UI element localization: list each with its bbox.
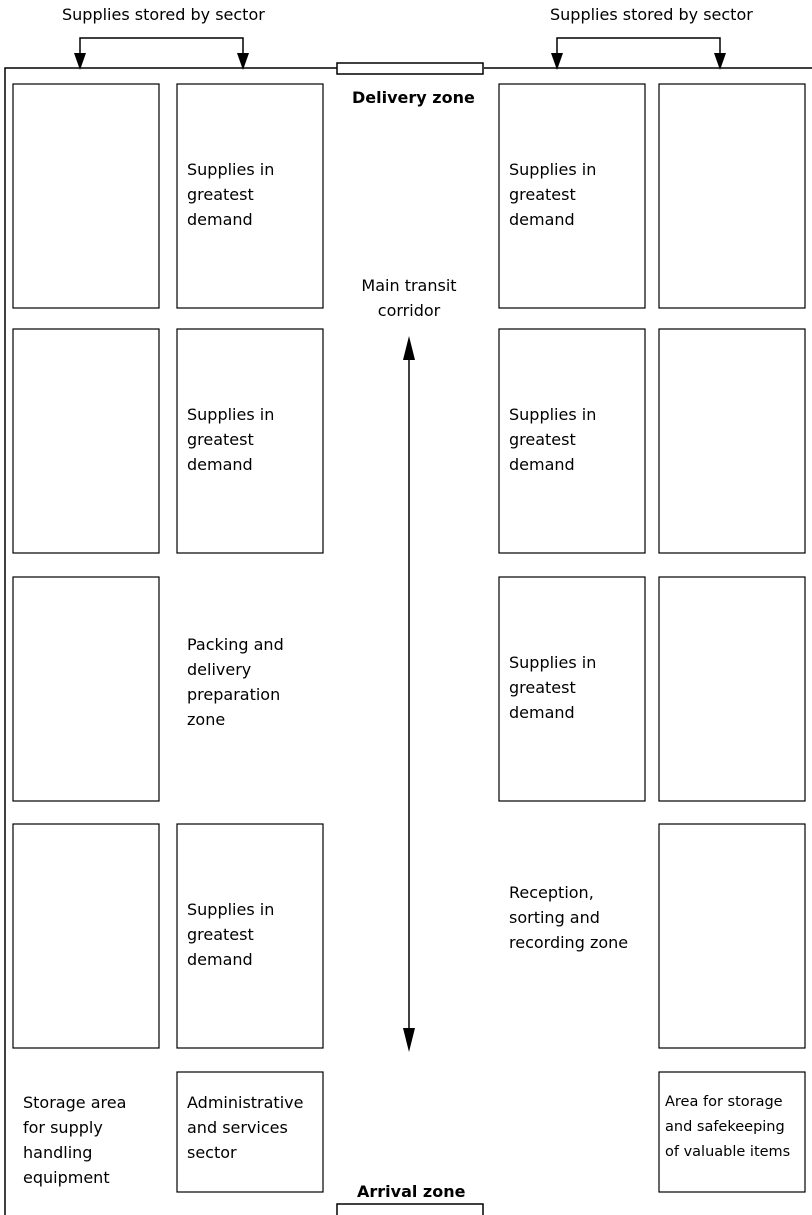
left-bracket-arrow-1 (74, 53, 86, 70)
reception-zone-label: Reception, sorting and recording zone (509, 883, 629, 952)
right-high-demand-2-label: Supplies in greatest demand (509, 405, 597, 474)
delivery-gate (336, 62, 484, 75)
storage-box (658, 83, 806, 309)
left-bracket (79, 37, 244, 55)
storage-box (176, 83, 324, 309)
left-bracket-arrow-2 (237, 53, 249, 70)
right-sector-label: Supplies stored by sector (550, 5, 753, 24)
valuables-storage-label: Area for storage and safekeeping of valu… (665, 1094, 791, 1160)
storage-box (498, 576, 646, 802)
right-bracket-arrow-2 (714, 53, 726, 70)
main-transit-corridor-label: Main transit corridor (361, 276, 457, 320)
left-high-demand-1-label: Supplies in greatest demand (187, 160, 275, 229)
storage-box (658, 576, 806, 802)
storage-box (658, 328, 806, 554)
left-sector-label: Supplies stored by sector (62, 5, 265, 24)
storage-box (176, 823, 324, 1049)
arrival-zone-label: Arrival zone (357, 1182, 466, 1201)
arrival-gate (336, 1203, 484, 1215)
right-high-demand-3-label: Supplies in greatest demand (509, 653, 597, 722)
corridor-arrow-head-up (403, 336, 415, 360)
right-bracket-arrow-1 (551, 53, 563, 70)
storage-box (12, 83, 160, 309)
packing-zone-label: Packing and delivery preparation zone (187, 635, 284, 729)
left-high-demand-2-label: Supplies in greatest demand (187, 405, 275, 474)
storage-box (12, 328, 160, 554)
storage-box (12, 576, 160, 802)
right-high-demand-1-label: Supplies in greatest demand (509, 160, 597, 229)
left-high-demand-3-label: Supplies in greatest demand (187, 900, 275, 969)
storage-box (176, 328, 324, 554)
storage-box (658, 823, 806, 1049)
corridor-arrow-head-down (403, 1028, 415, 1052)
storage-box (498, 83, 646, 309)
delivery-zone-label: Delivery zone (352, 88, 475, 107)
storage-box (12, 823, 160, 1049)
equipment-storage-label: Storage area for supply handling equipme… (23, 1093, 127, 1187)
admin-sector-label: Administrative and services sector (187, 1093, 304, 1162)
building-outline (4, 67, 812, 1215)
storage-box (498, 328, 646, 554)
valuables-box (658, 1071, 806, 1193)
right-bracket (556, 37, 721, 55)
admin-box (176, 1071, 324, 1193)
